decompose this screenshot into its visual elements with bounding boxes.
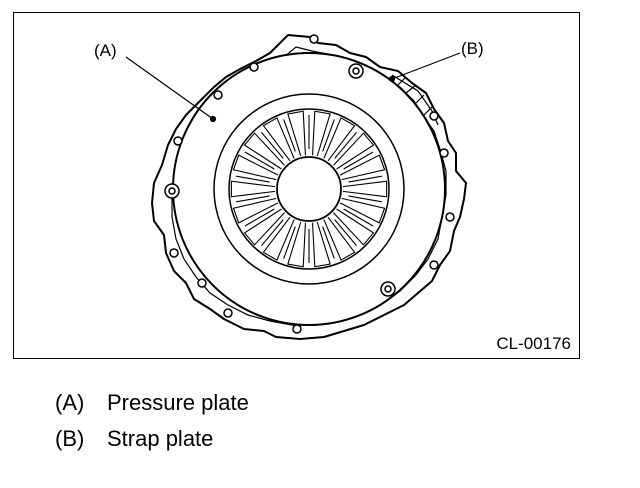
finger-slot (244, 151, 275, 170)
diaphragm-finger (323, 117, 356, 162)
legend-text-a: Pressure plate (107, 390, 249, 415)
diaphragm-finger (243, 132, 285, 170)
finger-slot (334, 131, 357, 159)
diaphragm-finger (262, 216, 295, 261)
diaphragm-finger (232, 197, 279, 224)
finger-slot (348, 175, 382, 183)
diaphragm-fingers (230, 110, 388, 268)
callout-a: (A) (94, 41, 117, 60)
finger-slot (261, 219, 284, 247)
finger-slot (261, 131, 284, 159)
diaphragm-finger (311, 110, 331, 157)
leader-dot-b (388, 75, 396, 83)
diaphragm-finger (311, 221, 331, 268)
finger-slot (348, 195, 382, 203)
clutch-cover-drawing (125, 34, 467, 340)
diaphragm-finger (339, 197, 386, 224)
leader-line-b (391, 52, 461, 80)
diaphragm-finger (333, 208, 375, 246)
rivets (164, 34, 455, 334)
legend-key-b: (B) (55, 426, 85, 451)
diaphragm-finger (339, 154, 386, 181)
diaphragm-finger (333, 132, 375, 170)
legend-key-a: (A) (55, 390, 85, 415)
diaphragm-finger (243, 208, 285, 246)
diaphragm-finger (342, 180, 388, 198)
finger-slot (343, 151, 374, 170)
finger-slot (283, 226, 296, 259)
leader-dot-a (209, 115, 217, 123)
finger-slot (283, 119, 296, 152)
diaphragm-finger (287, 221, 307, 268)
finger-slot (236, 175, 270, 183)
diaphragm-finger (230, 180, 276, 198)
finger-slot (322, 119, 335, 152)
legend-item-b: (B) Strap plate (55, 428, 213, 450)
finger-slot (236, 195, 270, 203)
legend-item-a: (A) Pressure plate (55, 392, 249, 414)
legend-text-b: Strap plate (107, 426, 214, 451)
finger-slot (244, 208, 275, 227)
diaphragm-finger (232, 154, 279, 181)
finger-slot (334, 219, 357, 247)
diaphragm-finger (262, 117, 295, 162)
finger-slot (343, 208, 374, 227)
callout-b: (B) (461, 39, 484, 58)
diaphragm-finger (287, 110, 307, 157)
figure-id: CL-00176 (496, 334, 571, 353)
finger-slot (322, 226, 335, 259)
diaphragm-finger (323, 216, 356, 261)
leader-line-a (125, 56, 214, 120)
diagram-frame: (A) (B) CL-00176 (13, 12, 580, 359)
center-hub (276, 156, 342, 222)
